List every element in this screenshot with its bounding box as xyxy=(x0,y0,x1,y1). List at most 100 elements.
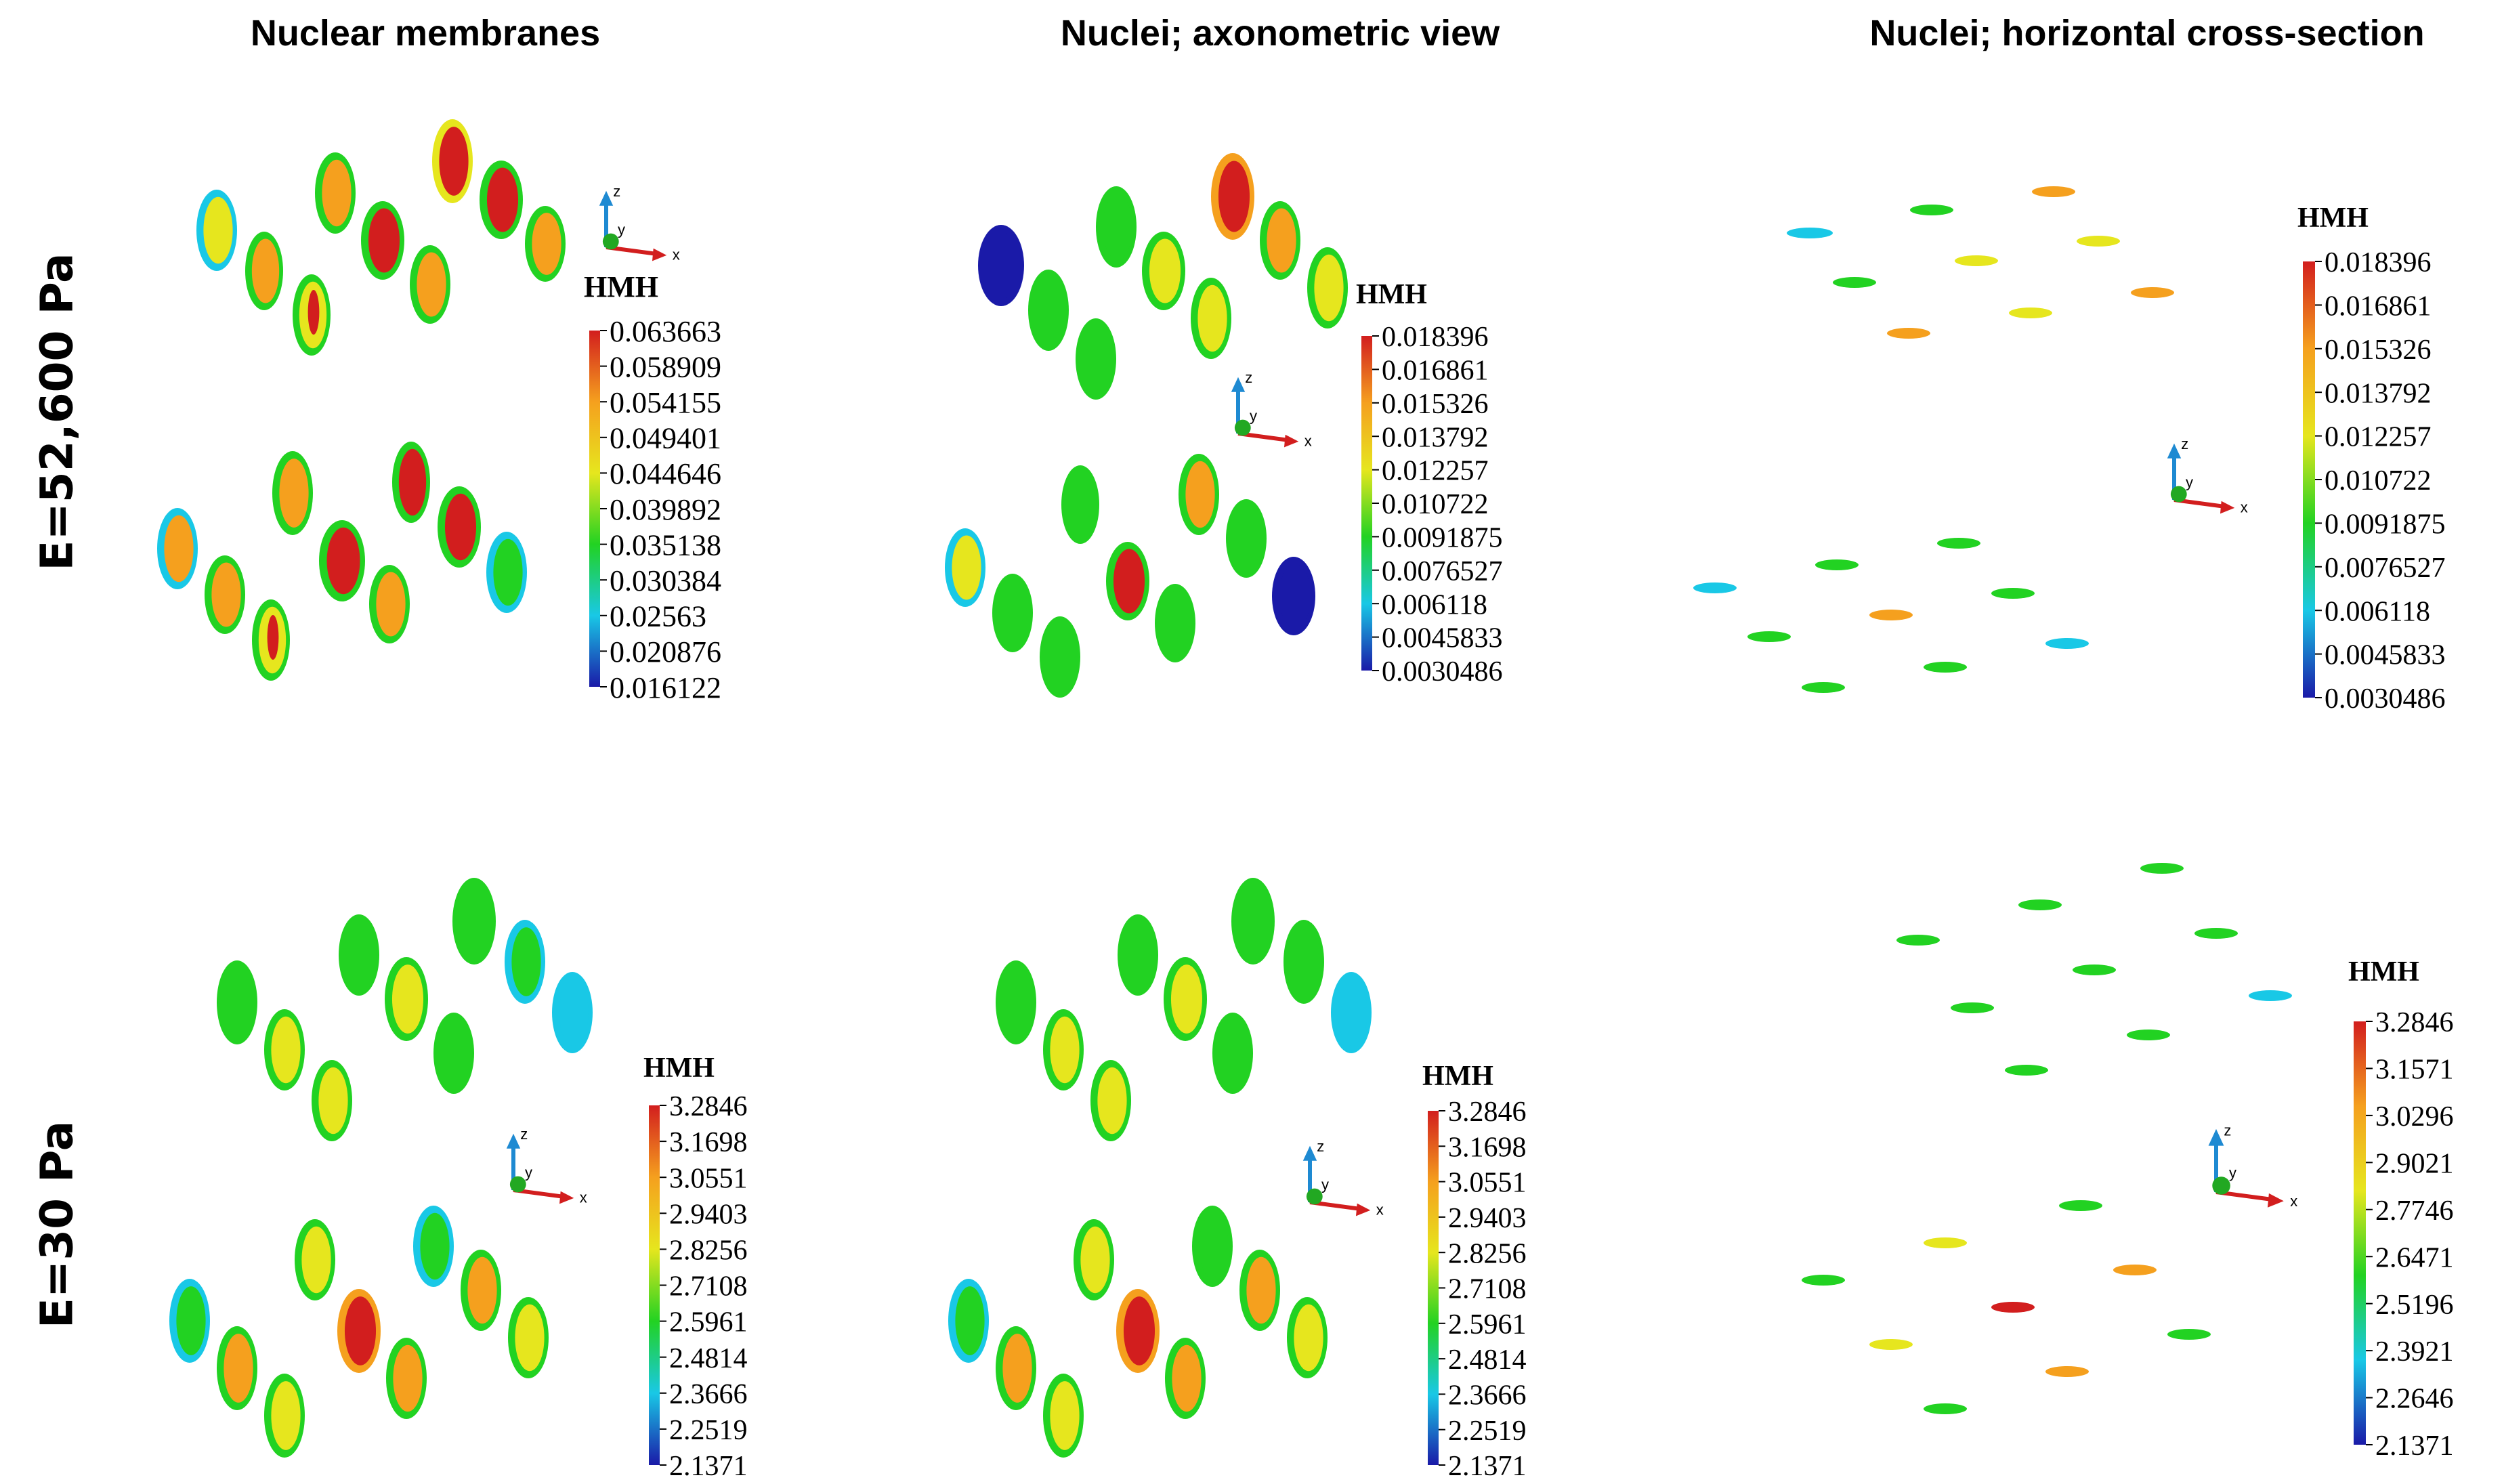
axis-label-y: y xyxy=(1250,407,1257,424)
nucleus-61 xyxy=(1283,920,1324,1004)
axis-label-x: x xyxy=(673,247,680,263)
cross-section-disc-25 xyxy=(2127,1030,2170,1040)
legend-tick-3: 0.013792 xyxy=(2325,378,2432,409)
legend-tick-0: 3.2846 xyxy=(2375,1007,2454,1038)
legend-tick-0: 0.018396 xyxy=(1382,322,1489,353)
nucleus-2 xyxy=(293,274,331,356)
colorbar xyxy=(589,331,600,687)
cross-section-disc-20 xyxy=(1896,935,1940,946)
legend-tick-10: 2.1371 xyxy=(1448,1451,1527,1482)
legend-tick-0: 3.2846 xyxy=(1448,1097,1527,1128)
axis-label-y: y xyxy=(618,221,625,238)
cross-section-disc-26 xyxy=(2005,1065,2048,1076)
legend-tick-1: 3.1698 xyxy=(1448,1132,1527,1163)
cross-section-disc-21 xyxy=(2194,928,2238,939)
nucleus-33 xyxy=(1179,454,1219,535)
legend-tick-7: 2.3921 xyxy=(2375,1336,2454,1368)
nucleus-0 xyxy=(196,190,237,271)
cross-section-disc-15 xyxy=(1802,682,1845,693)
legend-tick-2: 0.015326 xyxy=(1382,389,1489,420)
axis-triad-1: z y x xyxy=(1231,369,1312,450)
cross-section-disc-4 xyxy=(1955,255,1998,266)
nucleus-47 xyxy=(264,1374,305,1458)
legend-tick-0: 0.018396 xyxy=(2325,247,2432,278)
nucleus-41 xyxy=(433,1013,474,1094)
cross-section-disc-22 xyxy=(2073,964,2116,975)
nucleus-44 xyxy=(552,972,593,1053)
axis-label-x: x xyxy=(2290,1193,2297,1210)
nucleus-38 xyxy=(312,1060,352,1141)
nucleus-63 xyxy=(948,1279,989,1363)
legend-5: HMH3.28463.15713.02962.90212.77462.64712… xyxy=(2348,956,2454,1462)
cross-section-disc-18 xyxy=(2140,863,2184,874)
nucleus-59 xyxy=(1212,1013,1253,1094)
nucleus-16 xyxy=(438,486,481,568)
nucleus-53 xyxy=(508,1297,549,1378)
nucleus-23 xyxy=(1191,278,1231,359)
nucleus-6 xyxy=(432,119,473,203)
nucleus-29 xyxy=(1040,616,1080,698)
cross-section-disc-19 xyxy=(2018,899,2062,910)
legend-tick-6: 0.0091875 xyxy=(1382,523,1503,554)
axis-label-z: z xyxy=(520,1126,528,1143)
nucleus-51 xyxy=(413,1206,454,1287)
nucleus-69 xyxy=(1192,1206,1233,1287)
legend-tick-7: 2.4814 xyxy=(669,1343,748,1374)
legend-tick-9: 2.1371 xyxy=(2375,1430,2454,1462)
legend-tick-7: 0.030384 xyxy=(610,564,721,597)
cross-section-disc-10 xyxy=(1815,559,1859,570)
legend-4: HMH3.28463.16983.05512.94032.82562.71082… xyxy=(1422,1061,1527,1482)
nucleus-14 xyxy=(369,565,410,643)
nucleus-25 xyxy=(1260,201,1300,280)
legend-tick-10: 0.0030486 xyxy=(2325,683,2446,715)
nucleus-13 xyxy=(319,520,365,601)
legend-tick-5: 0.010722 xyxy=(2325,465,2432,496)
nucleus-67 xyxy=(1116,1289,1160,1373)
axis-label-y: y xyxy=(2229,1164,2236,1181)
nucleus-8 xyxy=(525,206,566,282)
axis-label-x: x xyxy=(1304,433,1312,450)
legend-tick-4: 2.8256 xyxy=(669,1235,748,1267)
legend-tick-10: 0.0030486 xyxy=(1382,656,1503,687)
axis-label-z: z xyxy=(1245,369,1252,386)
nucleus-64 xyxy=(996,1326,1036,1410)
axis-triad-3: zyx xyxy=(506,1126,587,1206)
nucleus-18 xyxy=(978,225,1024,306)
cross-section-disc-6 xyxy=(1887,328,1930,339)
legend-tick-7: 2.4814 xyxy=(1448,1344,1527,1376)
nucleus-7 xyxy=(480,161,523,239)
nucleus-4 xyxy=(361,201,404,280)
nucleus-71 xyxy=(1287,1297,1328,1378)
legend-tick-4: 0.012257 xyxy=(2325,422,2432,453)
cross-section-disc-5 xyxy=(2077,236,2120,247)
axis-triad-2: zyx xyxy=(2167,436,2248,516)
legend-tick-4: 0.044646 xyxy=(610,457,721,490)
legend-tick-3: 0.013792 xyxy=(1382,422,1489,453)
nucleus-65 xyxy=(1043,1374,1084,1458)
nucleus-55 xyxy=(1043,1009,1084,1090)
nucleus-5 xyxy=(410,245,450,324)
cross-section-disc-17 xyxy=(2045,638,2089,649)
axis-label-y: y xyxy=(525,1164,532,1181)
legend-tick-8: 2.2646 xyxy=(2375,1384,2454,1415)
legend-2: HMH0.0183960.0168610.0153260.0137920.012… xyxy=(2297,203,2446,715)
axis-triad-4: zyx xyxy=(1302,1138,1384,1218)
cross-section-disc-32 xyxy=(1869,1339,1913,1350)
cross-section-disc-11 xyxy=(1937,538,1980,549)
nucleus-57 xyxy=(1118,914,1158,996)
nucleus-68 xyxy=(1165,1338,1206,1419)
legend-tick-1: 0.058909 xyxy=(610,350,721,383)
legend-tick-5: 2.7108 xyxy=(669,1271,748,1302)
legend-tick-5: 2.7108 xyxy=(1448,1274,1527,1305)
nuclei-layer xyxy=(157,119,2292,1458)
legend-tick-9: 0.0045833 xyxy=(1382,623,1503,654)
legend-tick-6: 2.5961 xyxy=(1448,1309,1527,1340)
colorbar xyxy=(2354,1021,2366,1445)
legend-tick-8: 0.006118 xyxy=(2325,596,2430,627)
nucleus-40 xyxy=(385,957,428,1041)
legend-title: HMH xyxy=(584,270,658,303)
axis-label-z: z xyxy=(2224,1122,2231,1139)
legend-tick-5: 0.010722 xyxy=(1382,489,1489,520)
nucleus-3 xyxy=(315,152,356,234)
axis-label-z: z xyxy=(2181,436,2188,452)
